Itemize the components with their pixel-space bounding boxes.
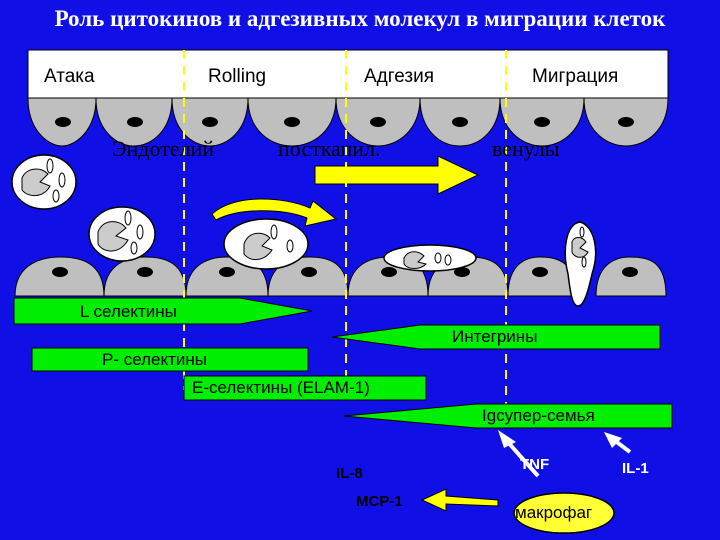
top-endothelium-row	[27, 97, 669, 147]
label-venules: венулы	[492, 136, 560, 161]
cytokine-arrows	[498, 430, 632, 478]
ig-superfamily-bar	[343, 403, 673, 429]
integrins-bar	[331, 324, 661, 350]
p-selectins-label: P- селектины	[102, 350, 208, 369]
bottom-endothelial-nucleus	[454, 267, 470, 277]
top-endothelial-nucleus	[618, 117, 634, 127]
ig-superfamily-label: Igсупер-семья	[482, 406, 595, 425]
e-selectins-label: E-селектины (ELAM-1)	[192, 378, 370, 397]
il1-arrowhead	[604, 432, 622, 448]
flow-arrow	[314, 155, 480, 195]
top-endothelial-nucleus	[127, 117, 143, 127]
bottom-endothelium-row	[14, 256, 667, 297]
integrins-label: Интегрины	[452, 327, 538, 346]
tnf-label: TNF	[520, 456, 550, 473]
leukocyte-rolling-2	[223, 218, 309, 270]
mcp1-arrow	[420, 488, 499, 512]
mcp1-label: MCP-1	[356, 493, 403, 510]
leukocyte-attack	[11, 154, 77, 210]
macrophage-label: макрофаг	[515, 503, 593, 522]
leukocyte-rolling-1	[88, 206, 156, 262]
bottom-endothelial-nucleus	[532, 267, 548, 277]
tnf-arrow	[504, 438, 540, 478]
label-postcapillary: посткапил.	[278, 136, 381, 161]
top-endothelial-nucleus	[202, 117, 218, 127]
bottom-endothelial-nucleus	[622, 267, 638, 277]
top-endothelial-nucleus	[534, 117, 550, 127]
rolling-curved-arrow	[211, 198, 338, 227]
p-selectins-bar	[31, 347, 309, 372]
macrophage-cell	[513, 492, 615, 534]
top-endothelial-nucleus	[55, 117, 71, 127]
il1-label: IL-1	[622, 460, 649, 477]
page-title: Роль цитокинов и адгезивных молекул в ми…	[54, 6, 666, 31]
tnf-arrowhead	[498, 430, 516, 448]
stage-label-attack: Атака	[44, 66, 95, 87]
leukocyte-adhesion	[383, 244, 477, 272]
il8-label: IL-8	[336, 465, 363, 482]
stage-label-rolling: Rolling	[208, 66, 267, 87]
top-endothelial-nucleus	[452, 117, 468, 127]
bottom-endothelial-nucleus	[301, 267, 317, 277]
stage-label-migration: Миграция	[532, 66, 619, 87]
label-endothelium: Эндотелий	[112, 136, 215, 161]
bottom-endothelial-nucleus	[137, 267, 153, 277]
l-selectins-bar	[13, 297, 313, 325]
e-selectins-bar	[183, 375, 427, 401]
top-endothelial-nucleus	[284, 117, 300, 127]
stage-label-adhesion: Адгезия	[364, 66, 435, 87]
bottom-endothelial-nucleus	[219, 267, 235, 277]
bottom-endothelial-nucleus	[52, 267, 68, 277]
leukocyte-migration	[564, 221, 597, 307]
bottom-endothelial-nucleus	[381, 267, 397, 277]
top-endothelial-nucleus	[370, 117, 386, 127]
stage-header-band	[27, 49, 669, 99]
l-selectins-label: L селектины	[80, 302, 177, 321]
